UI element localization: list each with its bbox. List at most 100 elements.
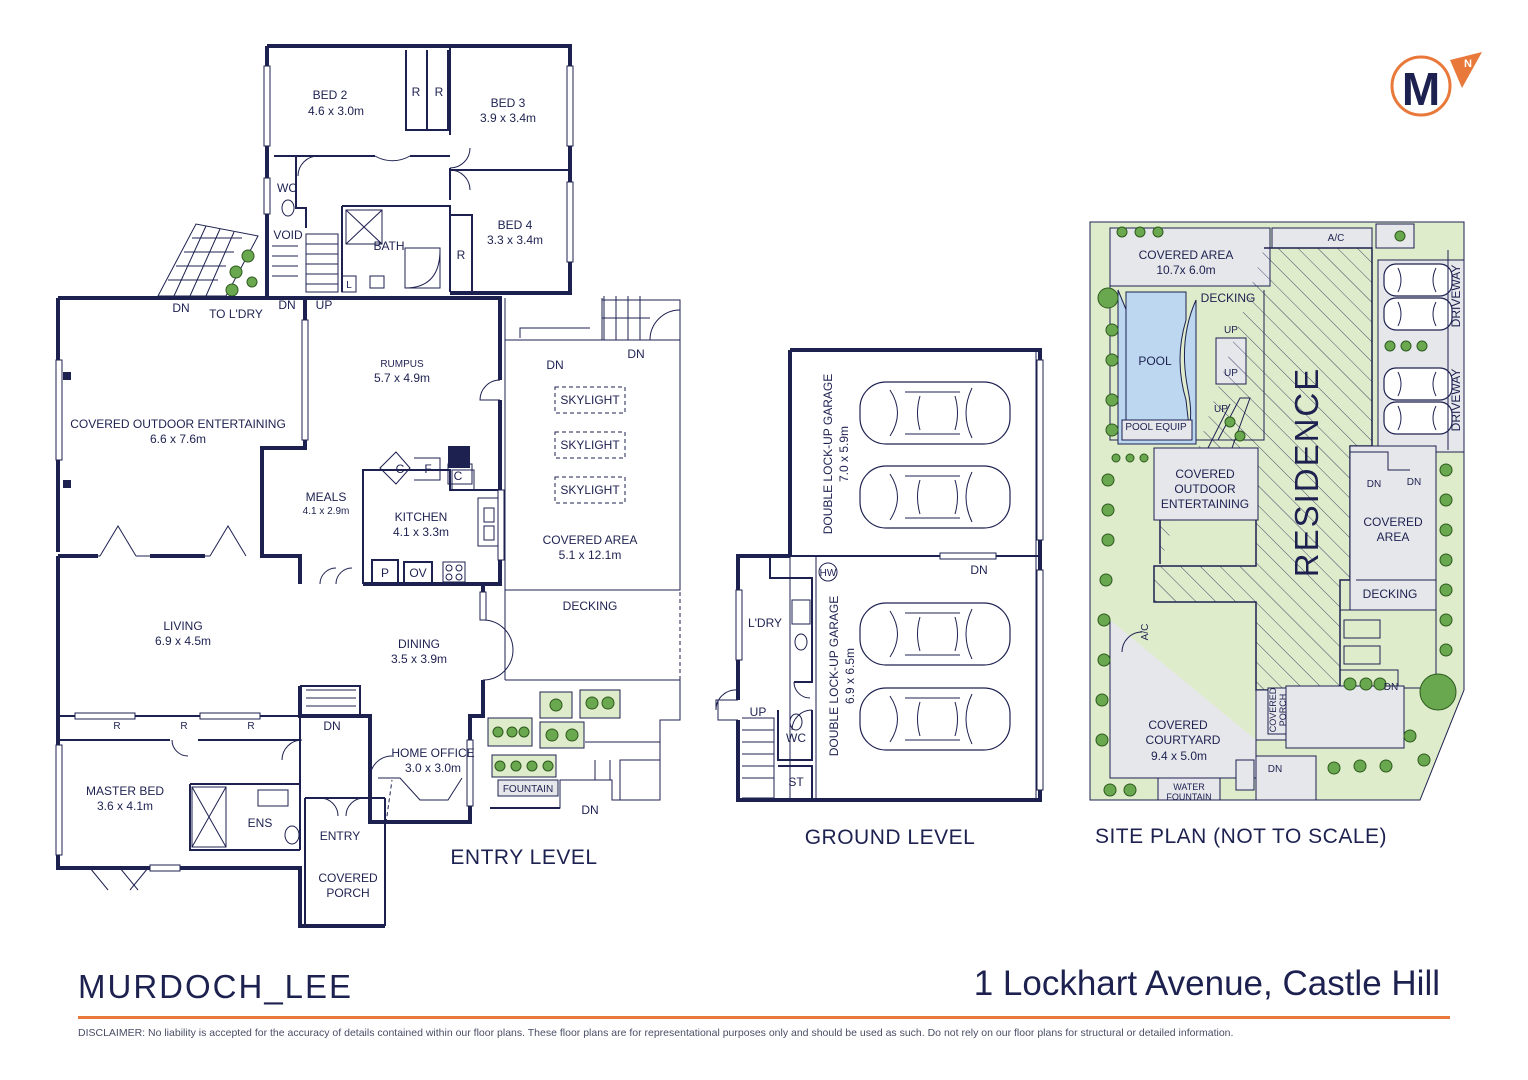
bath-label: BATH (373, 239, 404, 253)
water-fountain-label-2: FOUNTAIN (1166, 792, 1211, 802)
disclaimer-text: DISCLAIMER: No liability is accepted for… (78, 1027, 1234, 1039)
covered-porch-label-1: COVERED (318, 871, 378, 885)
home-office-dims: 3.0 x 3.0m (405, 761, 461, 775)
brand-name: MURDOCH_LEE (78, 968, 354, 1005)
kitchen-label: KITCHEN (395, 510, 448, 524)
pantry-label: P (381, 566, 389, 580)
site-up-label-1: UP (1224, 325, 1238, 336)
entry-level-title: ENTRY LEVEL (450, 846, 597, 869)
skylight-3-label: SKYLIGHT (560, 483, 620, 497)
dining-label: DINING (398, 637, 440, 651)
home-office-label: HOME OFFICE (391, 746, 474, 760)
garage-top-label: DOUBLE LOCK-UP GARAGE (821, 374, 835, 535)
dn-label-outdoor: DN (172, 301, 189, 315)
hw-label: HW (820, 568, 837, 579)
cupboard-label-2: C (454, 469, 463, 483)
dn-label-entry: DN (323, 719, 340, 733)
rumpus-dims: 5.7 x 4.9m (374, 371, 430, 385)
site-covered-outdoor-label-2: OUTDOOR (1174, 482, 1236, 496)
ground-level-labels: DOUBLE LOCK-UP GARAGE 7.0 x 5.9m DOUBLE … (748, 374, 988, 849)
site-plan-labels: COVERED AREA 10.7x 6.0m A/C DECKING POOL… (1095, 233, 1463, 848)
skylight-1-label: SKYLIGHT (560, 393, 620, 407)
living-label: LIVING (163, 619, 202, 633)
site-covered-area-side-2: AREA (1377, 530, 1410, 544)
site-covered-area-side-1: COVERED (1363, 515, 1423, 529)
cupboard-label-1: C (396, 462, 405, 476)
covered-outdoor-dims: 6.6 x 7.6m (150, 432, 206, 446)
water-fountain-label-1: WATER (1173, 782, 1205, 792)
wc-label-ground: WC (786, 731, 806, 745)
wc-label: WC (277, 181, 297, 195)
robe-label-master-2: R (180, 721, 187, 732)
brand-logo: M N (1390, 52, 1482, 117)
site-decking-label-top: DECKING (1201, 291, 1256, 305)
covered-porch-label-2: PORCH (326, 886, 369, 900)
site-up-label-3: UP (1214, 404, 1228, 415)
site-dn-label-3: DN (1384, 682, 1398, 693)
site-dn-label-4: DN (1268, 764, 1282, 775)
up-label-ground: UP (750, 705, 767, 719)
robe-label-bed2: R (412, 85, 421, 99)
linen-label: L (346, 280, 352, 291)
bed4-dims: 3.3 x 3.4m (487, 233, 543, 247)
covered-courtyard-label-2: COURTYARD (1146, 733, 1221, 747)
site-plan (1089, 221, 1465, 801)
dn-label-garage: DN (970, 563, 987, 577)
covered-area-label: COVERED AREA (543, 533, 638, 547)
robe-label-bed3: R (435, 85, 444, 99)
bed3-dims: 3.9 x 3.4m (480, 111, 536, 125)
bed2-dims: 4.6 x 3.0m (308, 104, 364, 118)
covered-outdoor-label: COVERED OUTDOOR ENTERTAINING (70, 417, 286, 431)
garage-bottom-dims: 6.9 x 6.5m (843, 648, 857, 704)
rumpus-label: RUMPUS (380, 359, 424, 370)
entry-level-plan (55, 44, 681, 928)
covered-area-dims: 5.1 x 12.1m (559, 548, 622, 562)
living-dims: 6.9 x 4.5m (155, 634, 211, 648)
master-bed-dims: 3.6 x 4.1m (97, 799, 153, 813)
garage-bottom-label: DOUBLE LOCK-UP GARAGE (827, 596, 841, 757)
skylight-2-label: SKYLIGHT (560, 438, 620, 452)
site-ac-label-side: A/C (1140, 624, 1151, 641)
dn-label-deck-stair: DN (627, 347, 644, 361)
bed3-label: BED 3 (491, 96, 526, 110)
site-covered-porch-1: COVERED (1268, 687, 1278, 732)
oven-label: OV (409, 566, 426, 580)
master-bed-label: MASTER BED (86, 784, 164, 798)
void-label: VOID (273, 228, 303, 242)
driveway-label-2: DRIVEWAY (1449, 369, 1463, 432)
robe-label-master-1: R (113, 721, 120, 732)
site-decking-label-side: DECKING (1363, 587, 1418, 601)
bed4-label: BED 4 (498, 218, 533, 232)
ens-label: ENS (248, 816, 273, 830)
pool-equip-label: POOL EQUIP (1125, 422, 1187, 433)
site-covered-porch-2: PORCH (1278, 694, 1288, 727)
site-plan-title: SITE PLAN (NOT TO SCALE) (1095, 825, 1387, 848)
robe-label-master-3: R (247, 721, 254, 732)
meals-dims: 4.1 x 2.9m (303, 506, 350, 517)
dn-label-stair: DN (278, 298, 295, 312)
logo-letter: M (1402, 63, 1440, 115)
covered-courtyard-dims: 9.4 x 5.0m (1151, 749, 1207, 763)
entry-level-labels: BED 2 4.6 x 3.0m BED 3 3.9 x 3.4m BED 4 … (70, 85, 644, 900)
kitchen-dims: 4.1 x 3.3m (393, 525, 449, 539)
site-covered-outdoor-label-3: ENTERTAINING (1161, 497, 1249, 511)
pool-label: POOL (1138, 354, 1172, 368)
ground-level-plan (715, 348, 1044, 802)
site-ac-label-top: A/C (1328, 233, 1345, 244)
driveway-label-1: DRIVEWAY (1449, 265, 1463, 328)
ground-level-title: GROUND LEVEL (805, 826, 976, 849)
site-dn-label-1: DN (1367, 479, 1381, 490)
site-covered-outdoor-label-1: COVERED (1175, 467, 1235, 481)
residence-label: RESIDENCE (1288, 367, 1325, 578)
dn-label-fountain: DN (581, 803, 598, 817)
to-ldry-label: TO L'DRY (209, 307, 263, 321)
fridge-label: F (424, 462, 431, 476)
st-label: ST (788, 775, 804, 789)
logo-letter-small: N (1464, 58, 1472, 70)
ldry-label: L'DRY (748, 616, 782, 630)
site-dn-label-2: DN (1407, 477, 1421, 488)
up-label-stair: UP (316, 298, 333, 312)
meals-label: MEALS (306, 490, 347, 504)
dining-dims: 3.5 x 3.9m (391, 652, 447, 666)
